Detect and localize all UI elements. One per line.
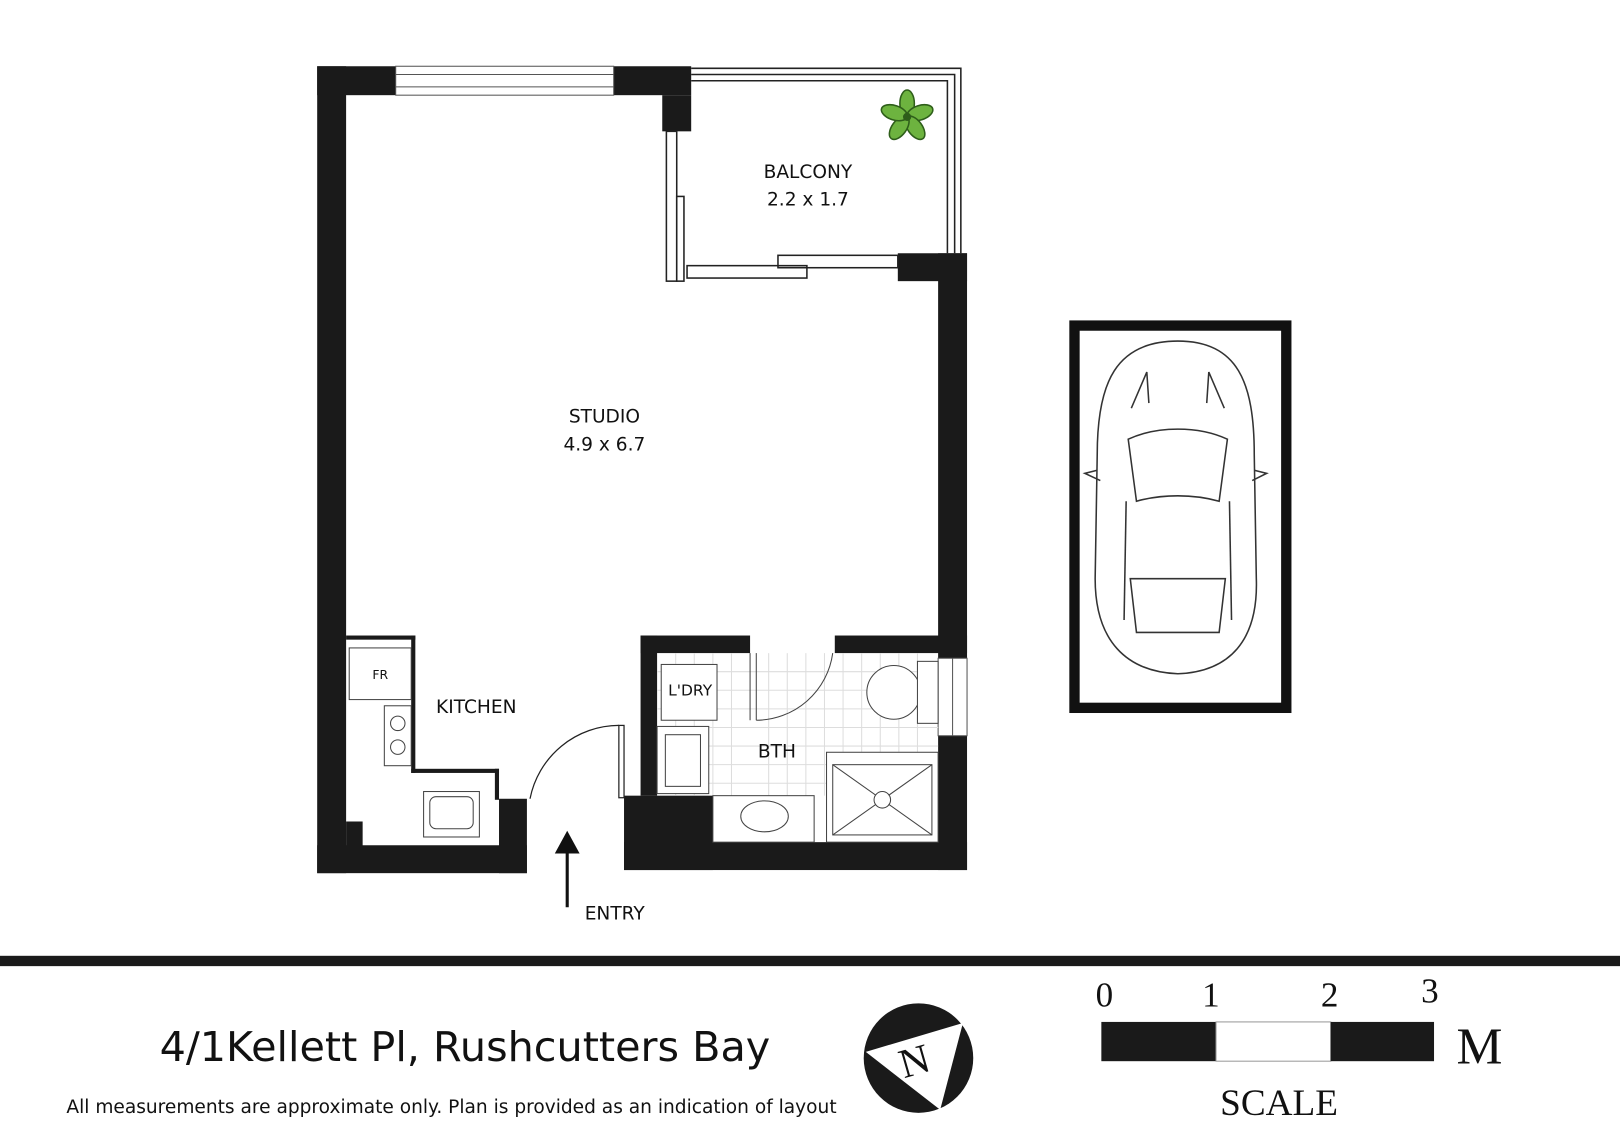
balcony-outline — [665, 67, 962, 282]
car-icon — [1082, 340, 1269, 675]
scale-bar: 0 1 2 3 M SCALE — [1096, 971, 1503, 1124]
plant-icon — [880, 89, 934, 141]
scale-label: SCALE — [1220, 1083, 1338, 1124]
bathroom-label: BTH — [758, 741, 796, 762]
car-space — [1069, 320, 1292, 714]
studio-dims: 4.9 x 6.7 — [563, 435, 645, 456]
scale-tick-0: 0 — [1096, 975, 1114, 1014]
divider — [0, 955, 1620, 967]
balcony-label: BALCONY — [764, 162, 853, 183]
scale-unit: M — [1457, 1018, 1503, 1075]
kitchen-fixtures — [348, 647, 480, 838]
walls — [317, 66, 968, 874]
disclaimer: All measurements are approximate only. P… — [66, 1097, 836, 1118]
entry-label: ENTRY — [585, 904, 646, 925]
fridge-label: FR — [372, 667, 388, 682]
entry-arrow-icon — [554, 830, 580, 908]
windows — [395, 65, 968, 737]
studio-label: STUDIO — [569, 407, 640, 428]
north-compass-icon: N — [863, 1003, 974, 1113]
address: 4/1Kellett Pl, Rushcutters Bay — [160, 1023, 771, 1071]
entry-door[interactable] — [529, 724, 625, 799]
balcony-dims: 2.2 x 1.7 — [767, 190, 849, 211]
bathroom-fixtures — [656, 653, 939, 843]
kitchen-label: KITCHEN — [436, 697, 517, 718]
laundry-label: L'DRY — [668, 681, 713, 699]
scale-tick-2: 2 — [1321, 975, 1339, 1014]
scale-tick-1: 1 — [1202, 975, 1220, 1014]
scale-tick-3: 3 — [1421, 971, 1439, 1010]
